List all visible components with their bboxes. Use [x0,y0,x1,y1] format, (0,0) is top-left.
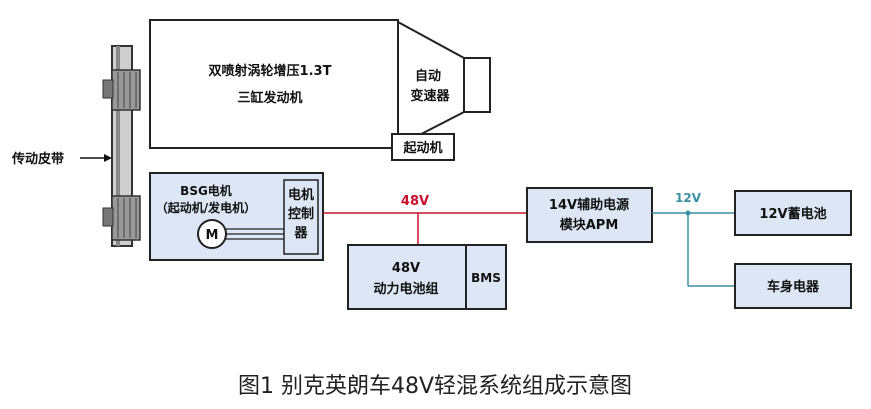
starter-box [391,133,455,161]
bms-box [465,244,507,310]
bsg-label-line2: （起动机/发电机） [156,200,256,215]
belt-drive [102,45,141,247]
apm-label-line2: 模块APM [560,217,619,233]
transmission-output [463,57,491,113]
apm-label-line1: 14V辅助电源 [549,197,629,213]
battery-12v-box [734,190,852,236]
body-electrics-label: 车身电器 [767,279,820,295]
engine-label-line1: 双喷射涡轮增压1.3T [209,63,332,79]
belt-inner-line [116,46,120,246]
engine-label-line2: 三缸发动机 [237,90,302,106]
engine-box [149,19,399,149]
apm-box [526,187,653,243]
battery-48v-label-line2: 动力电池组 [373,281,438,297]
battery-48v-label-line1: 48V [392,261,420,276]
bms-label: BMS [471,271,501,285]
body-electrics-box [734,263,852,309]
motor-symbol: M [206,228,219,243]
controller-label-3: 器 [293,226,308,241]
upper-pulley-shaft [102,79,114,99]
controller-box [283,179,319,255]
bsg-label-line1: BSG电机 [180,183,232,198]
bus-48v-label: 48V [401,194,429,209]
belt-label: 传动皮带 [11,151,64,167]
controller-label-2: 控制 [288,206,314,222]
lower-pulley-shaft [102,207,114,227]
belt-pointer-arrow [104,154,112,162]
battery-12v-label: 12V蓄电池 [759,206,826,222]
starter-label: 起动机 [402,140,442,156]
transmission-label-line2: 变速器 [410,88,450,104]
battery-48v-box [347,244,467,310]
upper-pulley [111,69,141,111]
figure-caption: 图1 别克英朗车48V轻混系统组成示意图 [238,374,632,399]
bus-12v-label: 12V [675,191,702,205]
controller-label-1: 电机 [288,187,314,203]
bus-12v-junction [685,210,691,216]
transmission-label-line1: 自动 [415,68,441,84]
transmission-shape [397,20,465,148]
